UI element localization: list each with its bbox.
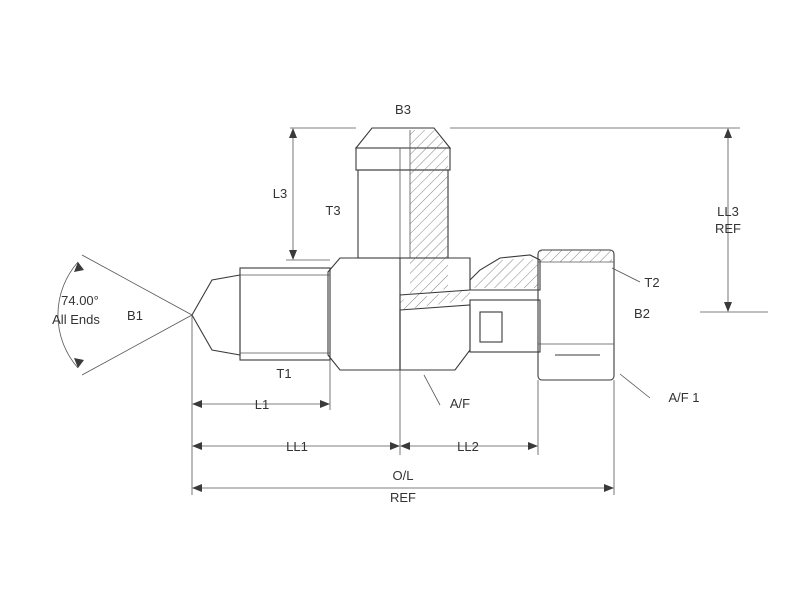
label-b2: B2	[634, 306, 650, 321]
label-ll2: LL2	[457, 439, 479, 454]
top-branch-tube	[354, 127, 452, 259]
label-ll3-ref: REF	[715, 221, 741, 236]
label-t3: T3	[325, 203, 340, 218]
right-branch-swivel	[469, 249, 615, 381]
dimension-lines	[191, 127, 768, 495]
label-angle-note: All Ends	[52, 312, 100, 327]
label-l1: L1	[255, 397, 269, 412]
label-af: A/F	[450, 396, 470, 411]
label-ol-ref: REF	[390, 490, 416, 505]
label-af1: A/F 1	[668, 390, 699, 405]
label-angle-value: 74.00°	[61, 293, 99, 308]
label-t1: T1	[276, 366, 291, 381]
label-ll3: LL3	[717, 204, 739, 219]
label-b1: B1	[127, 308, 143, 323]
labels: B3 L3 T3 LL3 REF 74.00° All Ends B1 T2 B…	[52, 102, 741, 505]
label-t2: T2	[644, 275, 659, 290]
central-body	[327, 257, 471, 371]
left-branch-tube	[191, 267, 331, 361]
label-l3: L3	[273, 186, 287, 201]
label-ol: O/L	[393, 468, 414, 483]
label-ll1: LL1	[286, 439, 308, 454]
angle-construction	[57, 254, 193, 376]
label-b3: B3	[395, 102, 411, 117]
